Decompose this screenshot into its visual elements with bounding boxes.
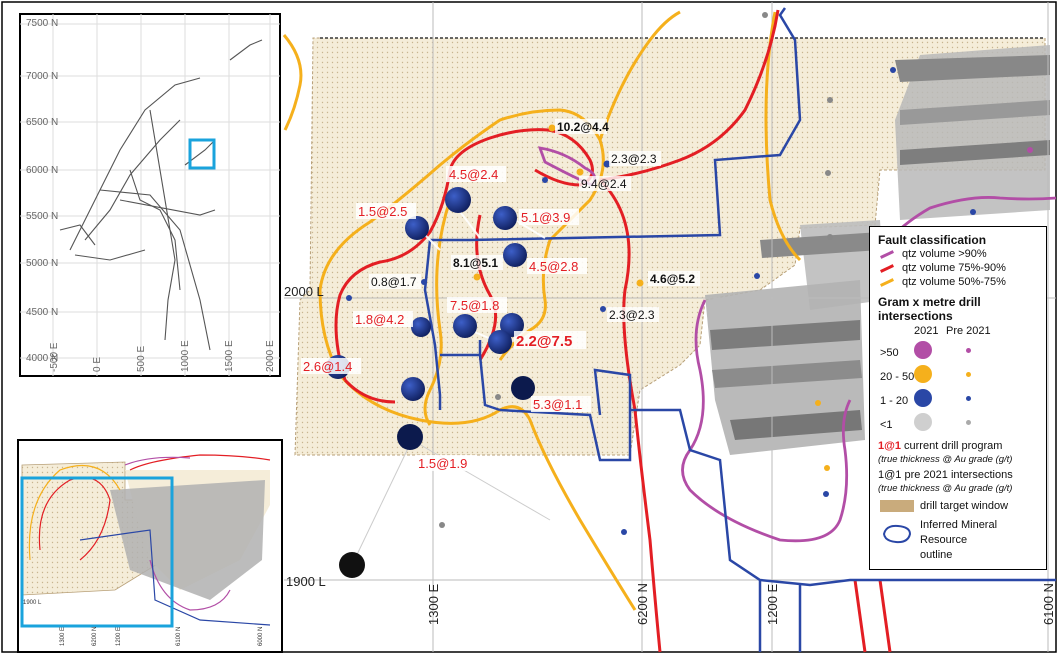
resource-outline-icon (882, 524, 912, 544)
label-2000L: 2000 L (284, 284, 324, 299)
class-swatch-large (914, 365, 932, 383)
svg-text:6200 N: 6200 N (92, 627, 98, 646)
legend: Fault classification qtz volume >90% qtz… (869, 226, 1047, 570)
label-6100N: 6100 N (1041, 583, 1056, 625)
intersection-label: 2.3@2.3 (609, 308, 655, 322)
svg-text:5500 N: 5500 N (26, 211, 58, 222)
legend-col-headers: 2021 Pre 2021 (914, 325, 991, 337)
intersection-label: 7.5@1.8 (450, 298, 499, 313)
class-swatch-small (966, 372, 971, 377)
intersection-label: 0.8@1.7 (371, 275, 417, 289)
drill-marker (405, 216, 429, 240)
intersection-label: 2.3@2.3 (611, 152, 657, 166)
window-swatch (880, 500, 914, 512)
drill-trace-lines (351, 439, 551, 566)
inferred-resource-outline (423, 7, 1056, 652)
drill-marker (493, 206, 517, 230)
intersection-label: 2.6@1.4 (303, 359, 352, 374)
fault-swatch (880, 250, 894, 259)
drill-marker (397, 424, 423, 450)
legend-window: drill target window (878, 498, 1038, 514)
overview-inset: 7500 N 7000 N 6500 N 6000 N 5500 N 5000 … (19, 13, 281, 377)
legend-fault-orange: qtz volume 50%-75% (878, 275, 1038, 289)
class-swatch-large (914, 341, 932, 359)
underground-workings (705, 45, 1050, 455)
svg-text:0 E: 0 E (92, 357, 103, 372)
svg-text:6000 N: 6000 N (26, 165, 58, 176)
svg-text:1300 E: 1300 E (60, 627, 66, 646)
svg-text:6000 N: 6000 N (258, 627, 264, 646)
intersection-label: 4.5@2.8 (529, 259, 578, 274)
legend-fault-red: qtz volume 75%-90% (878, 261, 1038, 275)
faults-orange (282, 10, 802, 611)
svg-text:1000 E: 1000 E (180, 340, 191, 372)
legend-current: 1@1 current drill program (878, 440, 1003, 452)
legend-resource: Inferred Mineral Resource outline (878, 518, 1038, 561)
intersection-label: 4.5@2.4 (449, 167, 498, 182)
drill-marker (445, 187, 471, 213)
svg-text:4500 N: 4500 N (26, 307, 58, 318)
class-swatch-small (966, 348, 971, 353)
intersection-label: 9.4@2.4 (581, 177, 627, 191)
svg-text:500 E: 500 E (136, 346, 147, 372)
svg-text:1900 L: 1900 L (23, 600, 42, 606)
grid-labels: 2000 L 1900 L 1300 E 6200 N 1200 E 6100 … (284, 284, 1056, 625)
svg-text:6100 N: 6100 N (176, 627, 182, 646)
drill-marker (503, 243, 527, 267)
label-6200N: 6200 N (635, 583, 650, 625)
svg-text:6500 N: 6500 N (26, 117, 58, 128)
intersection-label: 4.6@5.2 (650, 272, 695, 286)
intersection-label: 1.5@1.9 (418, 456, 467, 471)
intersection-label: 5.1@3.9 (521, 210, 570, 225)
fault-swatch (880, 264, 894, 273)
intersection-label: 10.2@4.4 (557, 120, 609, 134)
legend-gram-title: Gram x metre drill intersections (878, 295, 981, 323)
drill-marker (511, 376, 535, 400)
svg-text:5000 N: 5000 N (26, 258, 58, 269)
drill-marker (411, 317, 431, 337)
legend-fault-purple: qtz volume >90% (878, 247, 1038, 261)
pre2021-labels: 10.2@4.4 2.3@2.3 9.4@2.4 8.1@5.1 0.8@1.7… (369, 119, 700, 322)
legend-fault-title: Fault classification (878, 233, 987, 247)
current-labels: 1.5@2.5 4.5@2.4 5.1@3.9 4.5@2.8 7.5@1.8 … (301, 166, 591, 471)
class-swatch-small (966, 396, 971, 401)
class-swatch-large (914, 389, 932, 407)
fault-swatch (880, 278, 894, 287)
drill-marker (401, 377, 425, 401)
locator-inset: 1900 L 6200 N 1300 E 1200 E 6100 N 6000 … (17, 439, 283, 653)
legend-classes: >50 20 - 50 1 - 20 <1 (878, 339, 1038, 439)
class-swatch-small (966, 420, 971, 425)
svg-text:1200 E: 1200 E (116, 627, 122, 646)
intersection-label: 8.1@5.1 (453, 256, 498, 270)
intersection-label: 2.2@7.5 (516, 333, 572, 350)
svg-text:7500 N: 7500 N (26, 18, 58, 29)
drill-marker (488, 330, 512, 354)
label-1300E: 1300 E (426, 583, 441, 625)
svg-text:-500 E: -500 E (49, 342, 60, 372)
intersection-label: 5.3@1.1 (533, 397, 582, 412)
class-swatch-large (914, 413, 932, 431)
svg-text:1500 E: 1500 E (224, 340, 235, 372)
legend-pre: 1@1 pre 2021 intersections (878, 469, 1013, 481)
drill-marker (453, 314, 477, 338)
intersection-label: 1.5@2.5 (358, 204, 407, 219)
svg-text:2000 E: 2000 E (265, 340, 276, 372)
grid-lines (284, 2, 1056, 652)
label-1200E: 1200 E (765, 583, 780, 625)
drill-marker (339, 552, 365, 578)
intersection-label: 1.8@4.2 (355, 312, 404, 327)
svg-text:4000 N: 4000 N (26, 353, 58, 364)
label-1900L: 1900 L (286, 574, 326, 589)
svg-text:7000 N: 7000 N (26, 71, 58, 82)
